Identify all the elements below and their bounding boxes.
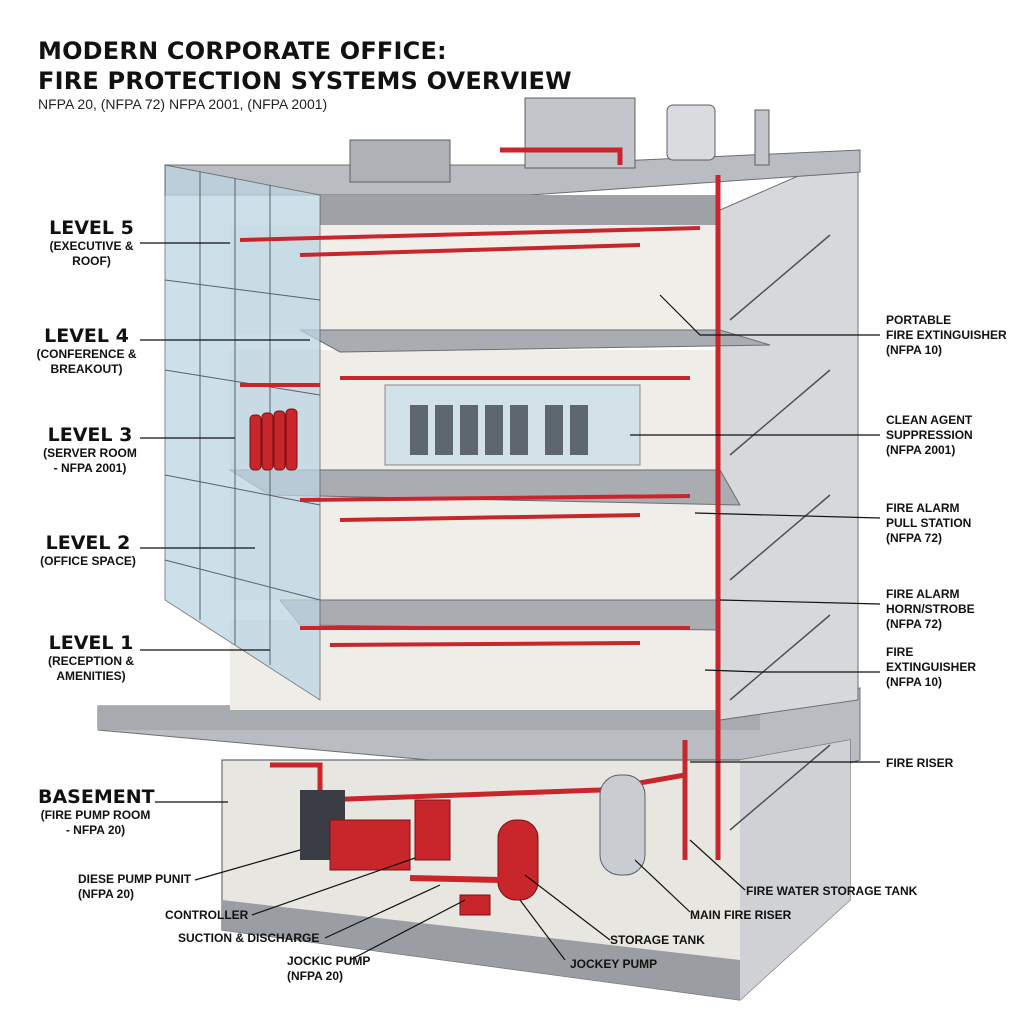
server-racks — [410, 405, 588, 455]
basement-desc-2: - NFPA 20) — [65, 823, 126, 837]
basement-side-wall — [740, 740, 850, 1000]
rooftop-mechanical-room — [524, 97, 636, 169]
label-diesel-pump-unit: DIESE PUMP PUNIT (NFPA 20) — [78, 872, 191, 902]
callout-text: FIRE ALARM — [886, 587, 960, 601]
level-3-label: LEVEL 3 (SERVER ROOM - NFPA 2001) — [40, 424, 140, 476]
callout-text: FIRE EXTINGUISHER — [886, 328, 1007, 342]
level-3-name: LEVEL 3 — [47, 424, 133, 446]
callout-text: SUPPRESSION — [886, 428, 973, 442]
level4-slab — [299, 329, 771, 353]
roof-slab-edge — [320, 195, 720, 225]
callout-horn-strobe: FIRE ALARM HORN/STROBE (NFPA 72) — [886, 587, 975, 632]
label-text: JOCKIC PUMP — [287, 954, 371, 968]
callout-text: HORN/STROBE — [886, 602, 975, 616]
sprinkler-piping — [239, 226, 701, 647]
ground-slab-edge — [98, 706, 760, 730]
storage-tank-red — [497, 819, 539, 901]
label-main-fire-riser: MAIN FIRE RISER — [690, 908, 792, 922]
jockey-pump — [459, 894, 491, 916]
level-1-desc-1: (RECEPTION & — [47, 654, 134, 668]
basement-floor-edge — [222, 900, 740, 1000]
level-1-desc-2: AMENITIES) — [56, 669, 126, 683]
level-5-name: LEVEL 5 — [49, 217, 134, 239]
label-controller: CONTROLLER — [165, 908, 249, 922]
label-jockic-pump: JOCKIC PUMP (NFPA 20) — [287, 954, 370, 984]
callout-text: (NFPA 72) — [886, 531, 943, 545]
level-4-desc-1: (CONFERENCE & — [36, 347, 137, 361]
level-3-desc-1: (SERVER ROOM — [43, 446, 137, 460]
level-2-desc-1: (OFFICE SPACE) — [40, 554, 136, 568]
suction-discharge-pipe — [409, 875, 501, 883]
label-fire-water-storage-tank: FIRE WATER STORAGE TANK — [746, 884, 918, 898]
level-4-label: LEVEL 4 (CONFERENCE & BREAKOUT) — [34, 325, 139, 377]
label-text: (NFPA 20) — [287, 969, 344, 983]
basement-name: BASEMENT — [38, 786, 155, 808]
callout-fire-extinguisher: FIRE EXTINGUISHER (NFPA 10) — [886, 645, 976, 690]
basement-label: BASEMENT (FIRE PUMP ROOM - NFPA 20) — [38, 786, 155, 838]
callout-text: PULL STATION — [886, 516, 972, 530]
callout-text: (NFPA 10) — [886, 343, 943, 357]
level-3-desc-2: - NFPA 2001) — [53, 461, 127, 475]
callout-text: FIRE — [886, 645, 914, 659]
label-suction-discharge: SUCTION & DISCHARGE — [178, 931, 320, 945]
callout-text: CLEAN AGENT — [886, 413, 973, 427]
callout-text: (NFPA 10) — [886, 675, 943, 689]
level-2-name: LEVEL 2 — [45, 532, 131, 554]
callout-text: (NFPA 2001) — [886, 443, 956, 457]
callout-text: FIRE ALARM — [886, 501, 960, 515]
callout-pull-station: FIRE ALARM PULL STATION (NFPA 72) — [886, 501, 971, 546]
page-subtitle: NFPA 20, (NFPA 72) NFPA 2001, (NFPA 2001… — [38, 96, 328, 112]
level2-slab — [278, 599, 721, 631]
label-storage-tank: STORAGE TANK — [610, 933, 705, 947]
fire-water-storage-tank — [599, 774, 646, 876]
stair-flights — [729, 234, 831, 831]
basement-desc-1: (FIRE PUMP ROOM — [40, 808, 151, 822]
callout-portable-extinguisher: PORTABLE FIRE EXTINGUISHER (NFPA 10) — [886, 313, 1007, 358]
label-text: DIESE PUMP PUNIT — [78, 872, 192, 886]
level-2-label: LEVEL 2 (OFFICE SPACE) — [36, 532, 140, 569]
level-leader-lines — [140, 242, 310, 803]
callout-text: EXTINGUISHER — [886, 660, 977, 674]
diesel-pump-unit — [329, 819, 411, 871]
roof-vent — [754, 109, 770, 166]
level-4-name: LEVEL 4 — [44, 325, 129, 347]
level-5-desc-1: (EXECUTIVE & — [49, 239, 134, 253]
level-1-label: LEVEL 1 (RECEPTION & AMENITIES) — [42, 632, 140, 684]
callout-clean-agent: CLEAN AGENT SUPPRESSION (NFPA 2001) — [886, 413, 973, 458]
label-jockey-pump: JOCKEY PUMP — [570, 957, 658, 971]
level-1-name: LEVEL 1 — [48, 632, 134, 654]
title-line-2: FIRE PROTECTION SYSTEMS OVERVIEW — [38, 67, 572, 95]
glass-curtain-wall — [164, 164, 321, 701]
rooftop-hvac-unit — [349, 139, 451, 183]
clean-agent-cylinders — [249, 408, 298, 471]
level-5-desc-2: ROOF) — [72, 254, 111, 268]
level-4-desc-2: BREAKOUT) — [50, 362, 123, 376]
title-line-1: MODERN CORPORATE OFFICE: — [38, 37, 447, 65]
callout-text: PORTABLE — [886, 313, 952, 327]
callout-text: (NFPA 72) — [886, 617, 943, 631]
callout-leader-lines — [630, 294, 881, 763]
label-text: (NFPA 20) — [78, 887, 135, 901]
pump-controller — [414, 799, 451, 861]
bottom-leader-lines — [194, 839, 746, 961]
callout-text: FIRE RISER — [886, 756, 954, 770]
page-title: MODERN CORPORATE OFFICE: FIRE PROTECTION… — [38, 36, 572, 96]
callout-fire-riser: FIRE RISER — [886, 756, 953, 771]
rooftop-tank — [666, 104, 716, 161]
level-5-label: LEVEL 5 (EXECUTIVE & ROOF) — [44, 217, 139, 269]
